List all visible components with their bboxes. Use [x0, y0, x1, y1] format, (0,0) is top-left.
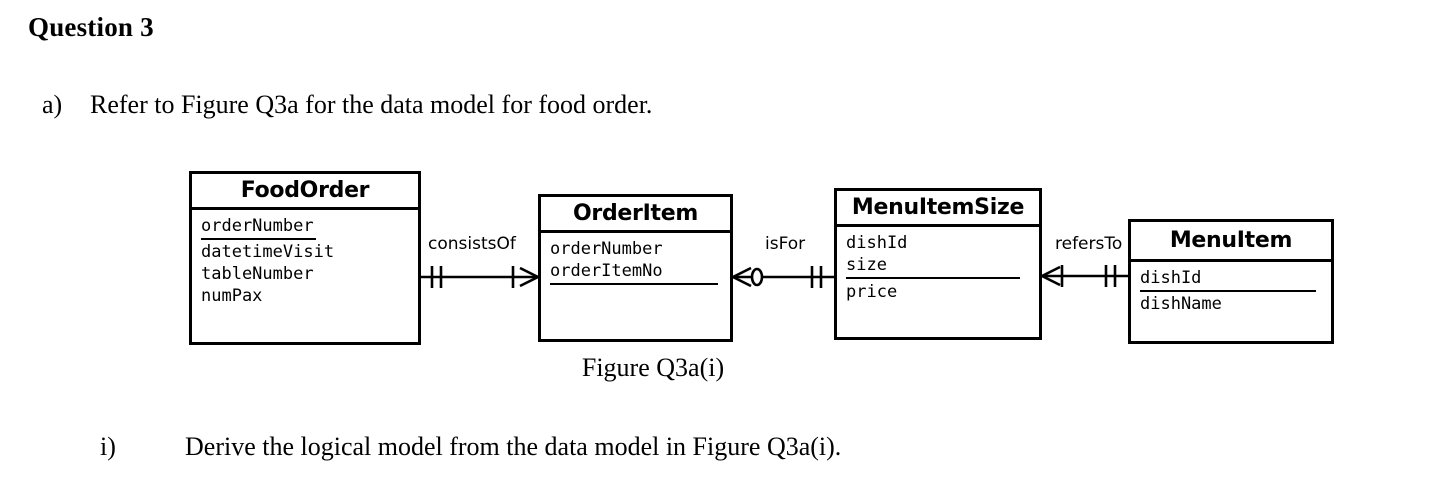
entity-foodorder-name: FoodOrder: [192, 174, 418, 210]
entity-menuitem-attributes: dishId dishName: [1131, 262, 1331, 315]
entity-foodorder-attributes: orderNumber datetimeVisit tableNumber nu…: [192, 210, 418, 307]
entity-menuitem: MenuItem dishId dishName: [1128, 219, 1334, 344]
list-marker-i: i): [100, 432, 116, 461]
attribute: datetimeVisit: [201, 242, 335, 262]
page-title: Question 3: [28, 12, 154, 42]
attribute-pk: size: [846, 255, 887, 275]
attribute-pk: dishId: [1140, 267, 1316, 292]
list-marker-a: a): [42, 90, 63, 119]
entity-orderitem: OrderItem orderNumber orderItemNo: [538, 194, 733, 342]
attribute-pk: dishId: [846, 233, 908, 253]
figure-caption-text: Figure Q3a(i): [581, 353, 725, 382]
attribute: dishName: [1140, 294, 1222, 314]
entity-menuitemsize: MenuItemSize dishId size price: [834, 188, 1042, 340]
attribute: price: [846, 282, 898, 302]
figure-caption: Figure Q3a(i): [0, 353, 1436, 383]
relationship-label-refersto: refersTo: [1055, 234, 1123, 254]
attribute: numPax: [201, 286, 263, 306]
entity-menuitemsize-attributes: dishId size price: [837, 227, 1039, 303]
part-a-text: Refer to Figure Q3a for the data model f…: [90, 90, 653, 119]
entity-menuitem-name: MenuItem: [1131, 222, 1331, 262]
attribute-pk: orderNumber: [201, 215, 316, 240]
part-i-text: Derive the logical model from the data m…: [185, 432, 842, 461]
entity-orderitem-attributes: orderNumber orderItemNo: [541, 233, 730, 285]
primary-key-underline: [846, 277, 1020, 279]
relationship-label-isfor: isFor: [765, 234, 806, 254]
attribute: tableNumber: [201, 264, 314, 284]
primary-key-underline: [550, 283, 718, 285]
entity-foodorder: FoodOrder orderNumber datetimeVisit tabl…: [189, 171, 421, 345]
entity-menuitemsize-name: MenuItemSize: [837, 191, 1039, 227]
entity-orderitem-name: OrderItem: [541, 197, 730, 233]
attribute-pk: orderItemNo: [550, 261, 663, 281]
relationship-label-consistsof: consistsOf: [428, 234, 516, 254]
attribute-pk: orderNumber: [550, 239, 663, 259]
